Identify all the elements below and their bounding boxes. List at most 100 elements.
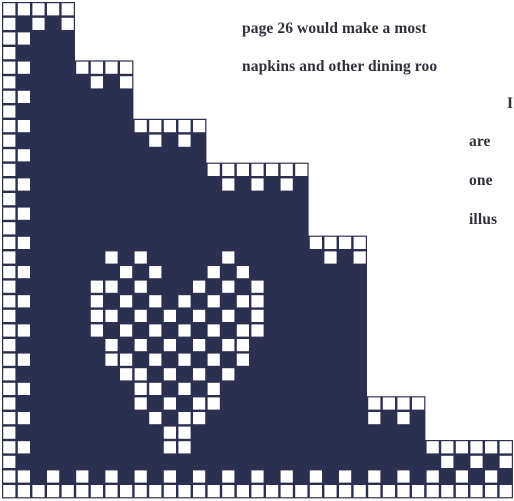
filled-square (135, 193, 147, 205)
filled-square (91, 339, 103, 351)
filled-square (324, 266, 336, 278)
text-line-6: illus (469, 211, 497, 229)
filled-square (251, 193, 263, 205)
filled-square (251, 441, 263, 453)
filled-square (76, 427, 88, 439)
filled-square (149, 178, 161, 190)
open-square (281, 164, 293, 176)
filled-square (324, 470, 336, 482)
filled-square (354, 456, 366, 468)
open-square (91, 76, 103, 88)
filled-square (193, 222, 205, 234)
filled-square (105, 427, 117, 439)
open-square (76, 470, 88, 482)
filled-square (237, 470, 249, 482)
filled-square (18, 18, 30, 30)
filled-square (222, 266, 234, 278)
filled-square (266, 383, 278, 395)
filled-square (324, 324, 336, 336)
filled-square (47, 441, 59, 453)
filled-square (18, 281, 30, 293)
filled-square (32, 266, 44, 278)
filled-square (62, 456, 74, 468)
open-square (105, 470, 117, 482)
open-square (281, 485, 293, 497)
open-square (120, 324, 132, 336)
open-square (368, 397, 380, 409)
open-square (3, 412, 15, 424)
open-square (324, 251, 336, 263)
open-square (3, 456, 15, 468)
open-square (251, 164, 263, 176)
open-square (164, 120, 176, 132)
filled-square (237, 178, 249, 190)
open-square (164, 470, 176, 482)
filled-square (32, 281, 44, 293)
filled-square (412, 456, 424, 468)
filled-square (193, 266, 205, 278)
open-square (251, 178, 263, 190)
open-square (3, 32, 15, 44)
filled-square (339, 281, 351, 293)
filled-square (62, 193, 74, 205)
filled-square (62, 324, 74, 336)
open-square (135, 339, 147, 351)
open-square (149, 354, 161, 366)
filled-square (178, 368, 190, 380)
open-square (135, 383, 147, 395)
filled-square (208, 470, 220, 482)
filled-square (193, 295, 205, 307)
open-square (295, 164, 307, 176)
open-square (354, 237, 366, 249)
filled-square (222, 324, 234, 336)
filled-square (47, 368, 59, 380)
filled-square (339, 368, 351, 380)
filled-square (149, 310, 161, 322)
filled-square (237, 193, 249, 205)
filled-square (47, 149, 59, 161)
filled-square (47, 324, 59, 336)
open-square (164, 339, 176, 351)
filled-square (62, 368, 74, 380)
filled-square (32, 456, 44, 468)
filled-square (251, 368, 263, 380)
filled-square (32, 427, 44, 439)
open-square (149, 383, 161, 395)
filled-square (32, 193, 44, 205)
filled-square (120, 222, 132, 234)
filled-square (32, 237, 44, 249)
open-square (3, 251, 15, 263)
filled-square (62, 47, 74, 59)
filled-square (91, 193, 103, 205)
open-square (193, 412, 205, 424)
filled-square (383, 470, 395, 482)
filled-square (18, 47, 30, 59)
open-square (18, 62, 30, 74)
filled-square (222, 397, 234, 409)
filled-square (120, 456, 132, 468)
filled-square (266, 339, 278, 351)
filled-square (164, 251, 176, 263)
open-square (3, 295, 15, 307)
filled-square (266, 470, 278, 482)
open-square (32, 18, 44, 30)
filled-square (237, 368, 249, 380)
open-square (441, 456, 453, 468)
filled-square (105, 383, 117, 395)
filled-square (149, 441, 161, 453)
filled-square (237, 310, 249, 322)
filled-square (62, 383, 74, 395)
open-square (18, 295, 30, 307)
filled-square (120, 178, 132, 190)
open-square (3, 441, 15, 453)
filled-square (62, 149, 74, 161)
filled-square (281, 237, 293, 249)
filled-square (208, 251, 220, 263)
filled-square (310, 383, 322, 395)
filled-square (91, 251, 103, 263)
open-square (208, 354, 220, 366)
filled-square (76, 368, 88, 380)
open-square (500, 485, 512, 497)
filled-square (135, 222, 147, 234)
filled-square (76, 120, 88, 132)
